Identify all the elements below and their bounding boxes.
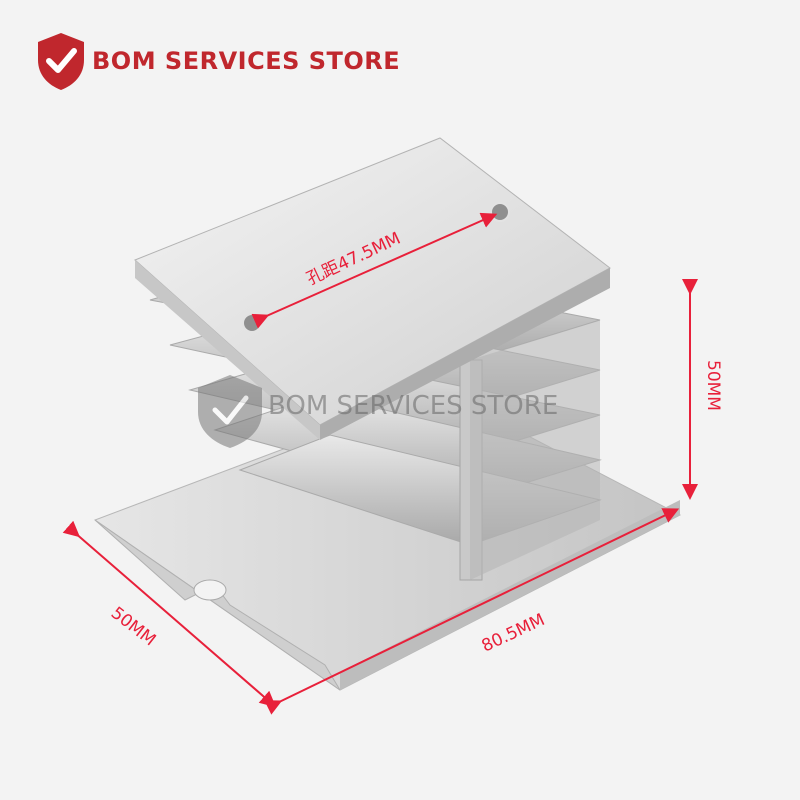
depth-label: 50MM [107,603,159,650]
brand-name: BOM SERVICES STORE [92,47,401,75]
watermark: BOM SERVICES STORE [198,375,558,448]
shield-check-icon [198,375,262,448]
dimension-lines [62,212,698,715]
mount-hole [242,313,262,333]
shield-check-icon [38,33,84,90]
watermark-text: BOM SERVICES STORE [268,391,558,421]
height-label: 50MM [703,360,723,411]
width-label: 80.5MM [479,610,548,657]
brand-header: BOM SERVICES STORE [34,26,400,96]
mount-hole [490,202,510,222]
